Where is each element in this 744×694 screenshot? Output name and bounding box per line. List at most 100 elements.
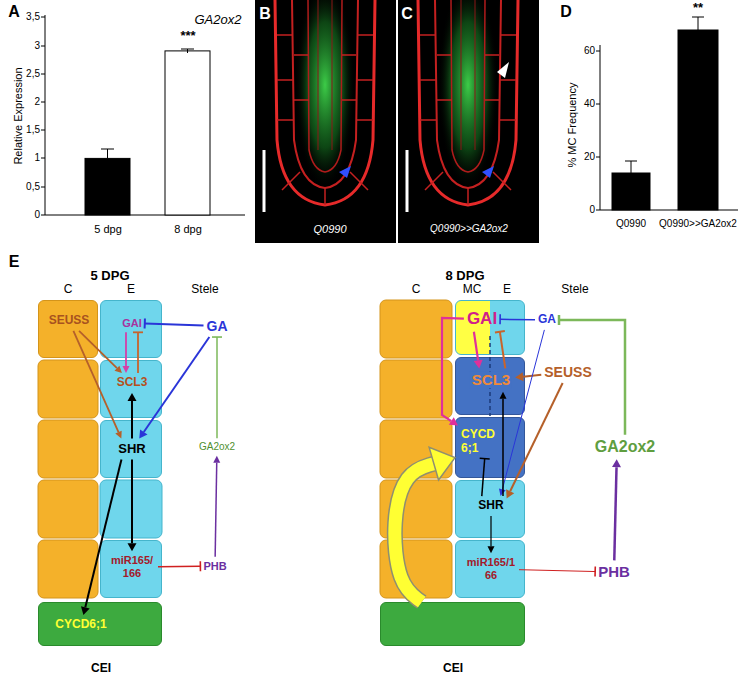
- category-label: Q0990: [616, 218, 646, 230]
- x-axis: [45, 215, 245, 216]
- regulation-connector: [519, 567, 595, 577]
- inhibition-bar: [212, 336, 222, 338]
- axis-tick: 2: [34, 96, 40, 108]
- gene-node: GA2ox2: [197, 439, 237, 455]
- axis-tick: 2,5: [26, 68, 40, 80]
- bar: [165, 51, 210, 215]
- root-outline: [275, 0, 375, 205]
- gene-label: GA2ox2: [595, 438, 655, 456]
- axis-tick: 3: [34, 40, 40, 52]
- gene-label: SEUSS: [544, 364, 591, 380]
- column-header: MC: [463, 283, 482, 297]
- category-label: Q0990>>GA2ox2: [659, 218, 737, 230]
- inhibition-bar: [558, 315, 561, 325]
- connector-line: [502, 399, 504, 496]
- gene-label: CEI: [443, 662, 463, 676]
- y-axis: [600, 45, 601, 210]
- inhibition-bar: [499, 314, 501, 324]
- column-header: C: [412, 283, 421, 297]
- bar: [612, 173, 650, 210]
- cell-box: SHR: [455, 480, 525, 538]
- stele-walls: [318, 0, 332, 150]
- arrowhead-marker: [497, 62, 509, 78]
- gene-label: SHR: [478, 499, 503, 513]
- axis-tick: 60: [584, 45, 595, 57]
- gene-label: miR165/166: [109, 554, 155, 579]
- error-bar: [101, 149, 114, 158]
- gene-node: PHB: [201, 558, 228, 575]
- gene-label: GA: [538, 313, 556, 327]
- inhibition-bar: [133, 331, 143, 333]
- cell-file: [292, 0, 358, 188]
- confocal-root-image: [398, 0, 539, 243]
- connector-line: [158, 565, 200, 567]
- axis-tick: 0: [589, 204, 595, 216]
- regulation-connector: [612, 459, 621, 560]
- gene-node: GA: [205, 316, 230, 336]
- axis-tick: 0: [34, 209, 40, 221]
- regulation-connector: [212, 337, 222, 438]
- genotype-label: Q0990>>GA2ox2: [430, 223, 508, 235]
- axis-title: % MC Frequency: [566, 83, 579, 168]
- gene-label: SHR: [118, 442, 145, 457]
- gene-node: SEUSS: [542, 362, 593, 382]
- gene-name: GA2ox2: [195, 13, 242, 28]
- cortex-cell: [38, 420, 98, 478]
- axis-tick: 1,5: [26, 124, 40, 136]
- gene-label: CYCD6;1: [55, 618, 106, 632]
- cortex-cell: [38, 480, 98, 538]
- gene-node: PHB: [596, 561, 632, 582]
- connector-line: [131, 401, 133, 439]
- axis-title: Relative Expression: [12, 67, 25, 164]
- connector-line: [131, 459, 133, 543]
- regulation-connector: [213, 456, 220, 557]
- scale-bar: [263, 150, 266, 212]
- arrowhead: [213, 456, 220, 463]
- error-bar: [692, 17, 704, 30]
- bar-chart-a: [41, 15, 245, 215]
- gene-label: miR165/166: [466, 556, 516, 581]
- gfp-signal: [295, 0, 355, 190]
- panel-letter: E: [9, 253, 20, 271]
- cell-walls: [277, 35, 373, 205]
- cell-box: CYCD6;1CEI: [38, 602, 162, 646]
- panel-letter: D: [560, 3, 572, 21]
- category-label: 8 dpg: [174, 223, 202, 236]
- column-header: E: [127, 283, 135, 297]
- cell-box: CYCD 6;1: [455, 417, 525, 478]
- connector-line: [137, 332, 139, 373]
- error-bar: [181, 49, 194, 53]
- inhibition-bar: [594, 567, 596, 577]
- significance-mark: ***: [180, 29, 195, 44]
- column-header: C: [64, 283, 73, 297]
- gene-label: CYCD 6;1: [461, 428, 505, 456]
- cell-file: [308, 0, 342, 172]
- bar: [678, 30, 718, 210]
- connector-line: [490, 516, 491, 546]
- arrowhead: [612, 459, 621, 467]
- arrow-body: [395, 464, 434, 602]
- column-header: Stele: [191, 283, 218, 297]
- connector-line: [215, 463, 217, 557]
- axis-tick: 0,5: [26, 181, 40, 193]
- cell-label: CEI: [91, 662, 111, 676]
- gene-label: SCL3: [470, 371, 512, 388]
- error-bar: [625, 161, 637, 173]
- arrow-outline: [395, 464, 434, 602]
- cell-box: SEUSS: [38, 300, 98, 358]
- gene-node: GA: [536, 311, 558, 329]
- arrowhead: [429, 447, 455, 480]
- connector-line: [125, 332, 127, 366]
- panel-letter: C: [401, 5, 413, 23]
- arrowhead-marker: [339, 166, 351, 178]
- cell-box: CEI: [380, 602, 525, 646]
- bar: [85, 158, 130, 215]
- connector-line: [216, 337, 218, 438]
- connector-line: [519, 570, 595, 572]
- cortex-cell: [38, 360, 98, 418]
- axis-tick: 3,5: [26, 11, 40, 23]
- category-label: 5 dpg: [94, 223, 122, 236]
- panel-letter: A: [8, 3, 20, 21]
